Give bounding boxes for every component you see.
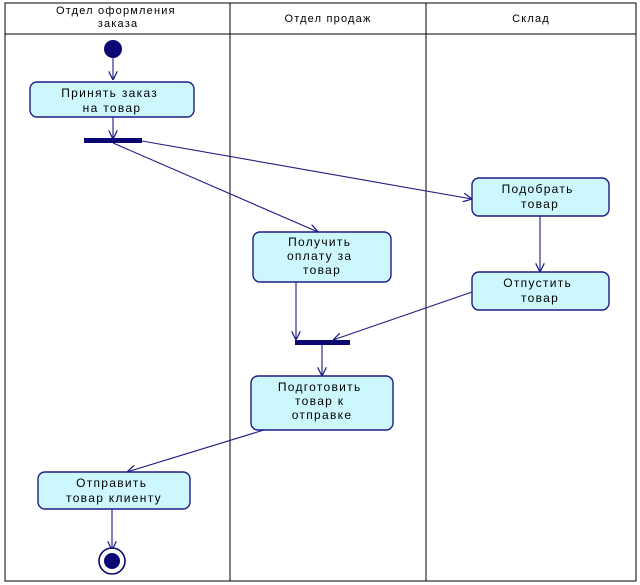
lane-header-sales-line-1: Отдел продаж xyxy=(284,13,371,25)
lane-header-sales: Отдел продаж xyxy=(284,13,371,25)
activity-send-goods: Отправить товар клиенту xyxy=(37,471,191,510)
activity-get-payment-line-3: товар xyxy=(303,263,341,277)
activity-accept-order-line-2: на товар xyxy=(83,101,142,115)
activity-prepare-goods-line-1: Подготовить xyxy=(278,380,362,394)
final-node xyxy=(98,547,126,575)
svg-text:Подготовить товар к: Подготовить товар к отправке xyxy=(278,380,366,422)
activity-release-goods: Отпустить товар xyxy=(471,271,610,311)
flow-release-to-join xyxy=(333,291,473,340)
activity-send-goods-line-1: Отправить xyxy=(76,476,147,490)
activity-release-goods-line-2: товар xyxy=(521,291,559,305)
lane-header-order: Отдел оформления заказа xyxy=(56,5,180,30)
lane-header-warehouse: Склад xyxy=(512,13,550,25)
flow-prepare-to-send xyxy=(127,429,265,472)
activity-send-goods-line-2: товар клиенту xyxy=(66,491,162,505)
svg-text:Отпустить товар: Отпустить товар xyxy=(503,276,576,305)
swimlane-frame xyxy=(4,2,637,582)
activity-release-goods-line-1: Отпустить xyxy=(503,276,572,290)
activity-pick-goods: Подобрать товар xyxy=(471,177,610,217)
initial-node xyxy=(104,40,122,58)
activity-accept-order: Принять заказ на товар xyxy=(29,81,195,118)
activity-get-payment-line-2: оплату за xyxy=(287,249,352,263)
lane-header-warehouse-line-1: Склад xyxy=(512,13,550,25)
activity-prepare-goods-line-3: отправке xyxy=(292,408,353,422)
join-bar xyxy=(295,340,350,345)
activity-prepare-goods-line-2: товар к xyxy=(295,394,344,408)
svg-text:Отправить товар клиенту: Отправить товар клиенту xyxy=(66,476,162,505)
flows xyxy=(112,58,540,550)
activity-get-payment-line-1: Получить xyxy=(288,235,351,249)
lane-header-order-line-1: Отдел оформления xyxy=(56,5,176,17)
activity-pick-goods-line-1: Подобрать xyxy=(502,182,574,196)
svg-text:Принять заказ на товар: Принять заказ на товар xyxy=(61,86,162,115)
fork-bar xyxy=(84,138,142,143)
flow-fork-to-pick xyxy=(141,140,472,199)
activity-prepare-goods: Подготовить товар к отправке xyxy=(250,375,394,431)
svg-text:Подобрать товар: Подобрать товар xyxy=(502,182,579,211)
activity-pick-goods-line-2: товар xyxy=(521,197,559,211)
activity-accept-order-line-1: Принять заказ xyxy=(61,86,158,100)
svg-text:Получить оплату за: Получить оплату за товар xyxy=(287,235,357,277)
activity-get-payment: Получить оплату за товар xyxy=(252,231,392,283)
flow-fork-to-payment xyxy=(112,142,318,232)
lane-header-order-line-2: заказа xyxy=(98,18,139,30)
